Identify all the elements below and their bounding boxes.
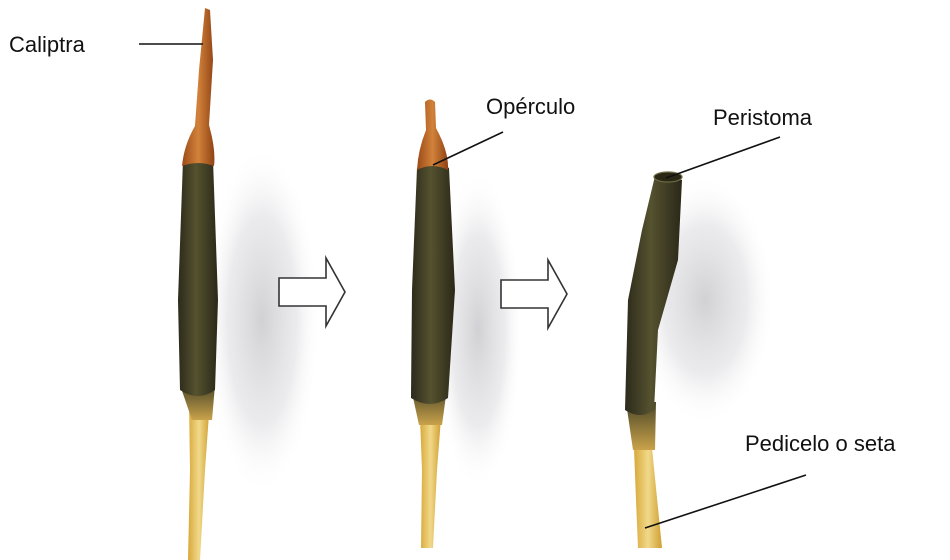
capsule-body — [411, 163, 455, 404]
capsule-body — [178, 155, 218, 396]
label-peristoma: Peristoma — [713, 107, 812, 129]
specimen-with-operculum — [411, 100, 523, 549]
leader-line-pedicelo — [645, 475, 806, 528]
specimen-shadow — [204, 145, 320, 495]
label-pedicelo: Pedicelo o seta — [745, 433, 895, 455]
calyptra — [182, 8, 214, 166]
label-operculo: Opérculo — [486, 96, 575, 118]
seta — [188, 400, 210, 560]
seta — [420, 418, 441, 548]
seta — [634, 448, 662, 548]
leader-line-peristoma — [666, 137, 780, 178]
label-caliptra: Caliptra — [9, 34, 85, 56]
specimen-with-peristome — [625, 172, 775, 548]
